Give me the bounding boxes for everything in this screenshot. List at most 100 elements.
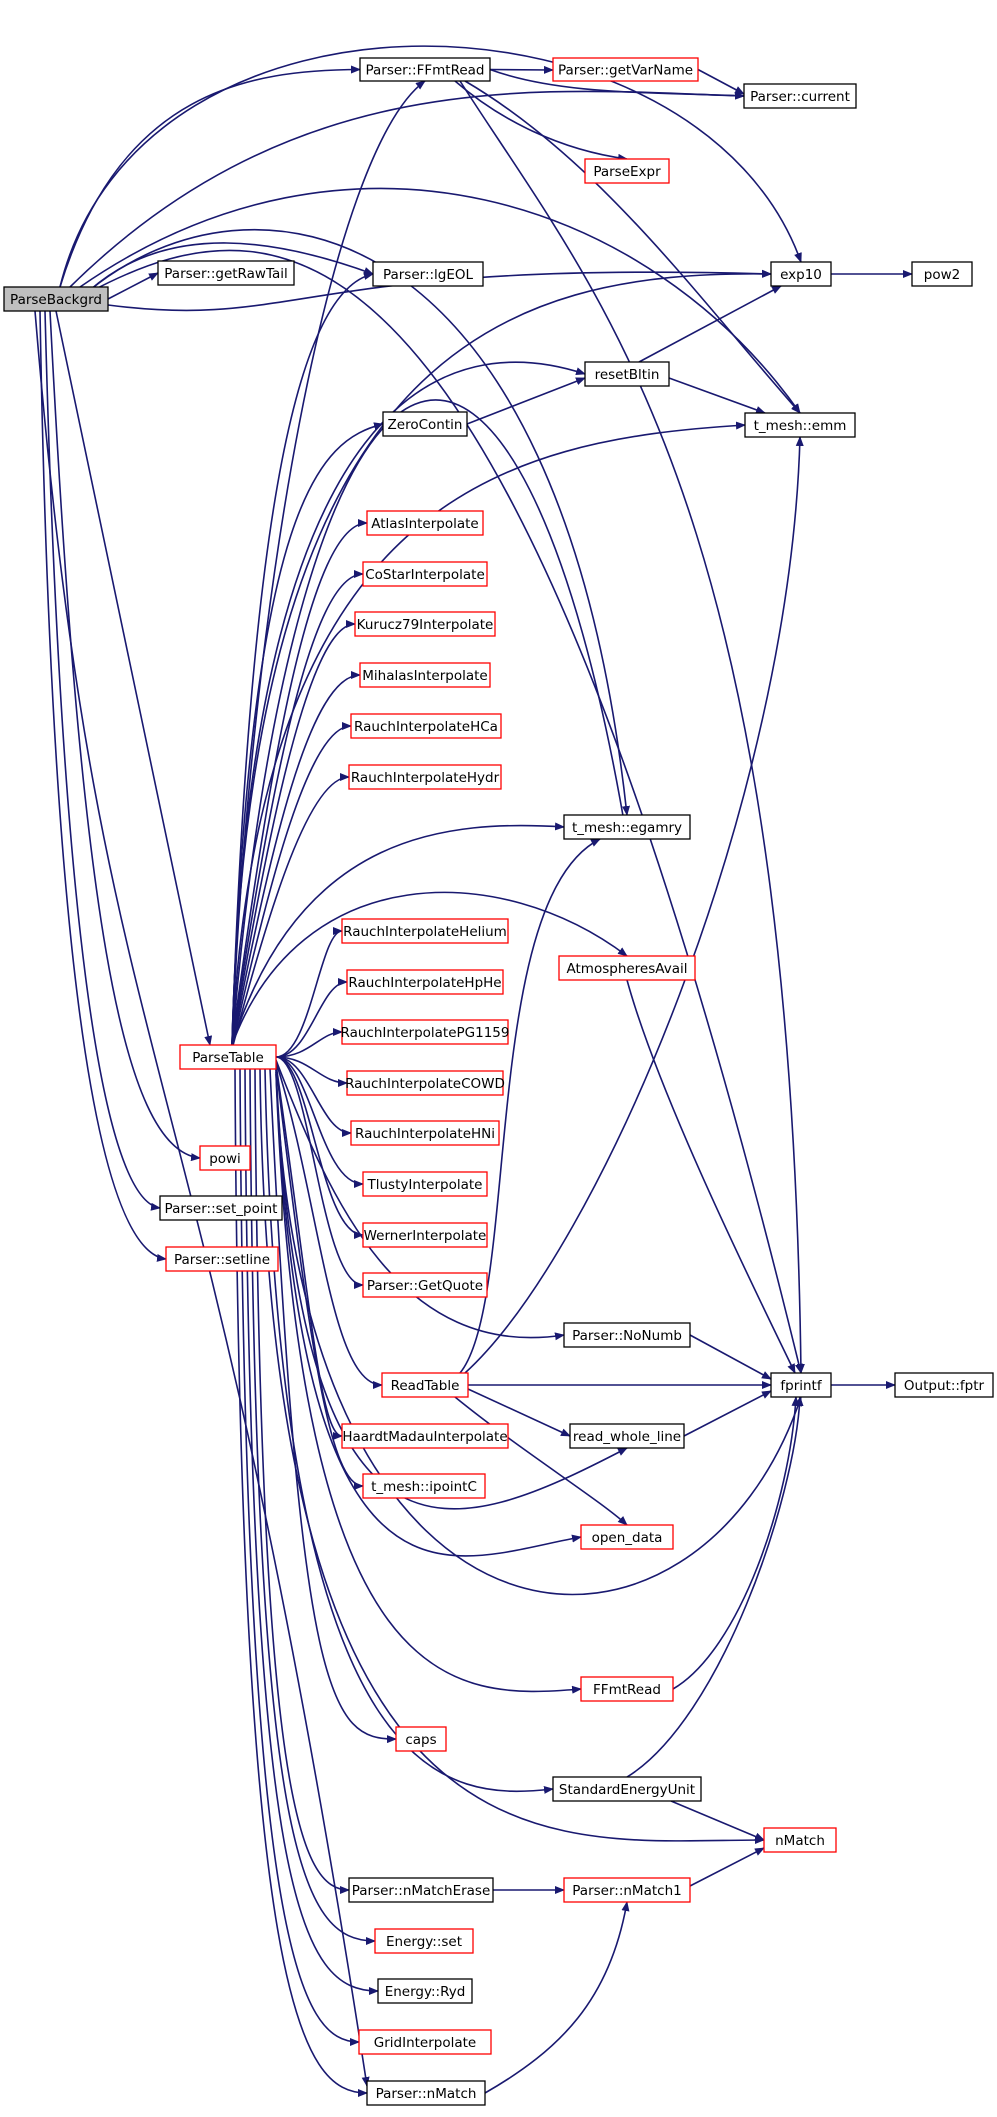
node-lgEOL[interactable]: Parser::lgEOL [372,261,484,287]
node-box [362,561,488,587]
node-label: CoStarInterpolate [365,567,485,583]
edge-ParseTable-to-fprintf [275,1071,802,1596]
node-box [354,611,496,637]
node-setline[interactable]: Parser::setline [165,1246,279,1272]
node-RauchPG1159[interactable]: RauchInterpolatePG1159 [341,1019,510,1045]
node-open_data[interactable]: open_data [580,1524,674,1550]
node-current[interactable]: Parser::current [743,83,857,109]
edge-getVarName-to-current [697,68,745,95]
node-nMatchErase[interactable]: Parser::nMatchErase [348,1877,494,1903]
node-read_whole_line[interactable]: read_whole_line [569,1423,685,1449]
edge-ParseTable-to-caps [269,1068,397,1744]
node-box [552,1776,702,1802]
edge-ParseBackgrd-to-setline [39,310,167,1262]
node-Kurucz[interactable]: Kurucz79Interpolate [354,611,496,637]
node-label: ZeroContin [388,417,463,433]
node-label: Kurucz79Interpolate [357,617,494,633]
node-nMatch1[interactable]: Parser::nMatch1 [563,1877,691,1903]
edge-ParseTable-to-NoNumb [275,1059,565,1341]
node-ZeroContin[interactable]: ZeroContin [382,411,468,437]
node-label: t_mesh::ipointC [371,1479,477,1495]
edge-FFmtRead-to-current [489,68,745,100]
edge-ReadTable-to-open_data [454,1396,628,1526]
nodes-layer: ParseBackgrd Parser::FFmtRead Parser::getV… [3,57,994,2106]
edge-ParseTable-to-egamry [231,822,565,1046]
node-resetBltin[interactable]: resetBltin [584,361,670,387]
node-ParseBackgrd[interactable]: ParseBackgrd [3,286,109,312]
node-label: Parser::setline [174,1252,270,1268]
edge-FFmtRead-to-fprintf [672,1396,800,1690]
node-getVarName[interactable]: Parser::getVarName [552,57,699,82]
node-FFmtReadP[interactable]: Parser::FFmtRead [359,57,491,82]
node-RauchHydr[interactable]: RauchInterpolateHydr [348,764,502,790]
node-box [3,286,109,312]
node-exp10[interactable]: exp10 [770,261,832,287]
edge-ParseTable-to-Tlusty [275,1056,364,1188]
node-caps[interactable]: caps [395,1726,447,1752]
edges-layer [34,45,913,2097]
node-RauchHpHe[interactable]: RauchInterpolateHpHe [346,969,504,995]
node-NoNumb[interactable]: Parser::NoNumb [563,1322,691,1348]
node-getRawTail[interactable]: Parser::getRawTail [157,260,295,286]
node-Tlusty[interactable]: TlustyInterpolate [362,1171,488,1197]
node-box [157,260,295,286]
node-CoStar[interactable]: CoStarInterpolate [362,561,488,587]
node-GridInterp[interactable]: GridInterpolate [358,2029,492,2055]
node-label: Parser::NoNumb [572,1328,682,1344]
node-AtmAvail[interactable]: AtmospheresAvail [558,955,696,981]
edge-StdEnergyUnit-to-nMatch [670,1800,765,1841]
edge-ParseTable-to-Mihalas [229,671,361,1058]
edge-ParseBackgrd-to-exp10 [59,45,802,288]
node-box [348,1877,494,1903]
node-PnMatch[interactable]: Parser::nMatch [366,2080,486,2106]
node-Werner[interactable]: WernerInterpolate [362,1222,488,1248]
node-label: read_whole_line [573,1429,681,1445]
node-ReadTable[interactable]: ReadTable [381,1372,469,1398]
node-Haardt[interactable]: HaardtMadauInterpolate [341,1423,509,1449]
node-ERyd[interactable]: Energy::Ryd [377,1978,473,2004]
edge-ParseBackgrd-to-powi [49,310,201,1162]
node-fprintf[interactable]: fprintf [770,1372,832,1398]
node-RauchHCa[interactable]: RauchInterpolateHCa [350,713,502,739]
node-Atlas[interactable]: AtlasInterpolate [366,510,484,536]
node-set_point[interactable]: Parser::set_point [159,1195,283,1221]
node-label: RauchInterpolateHpHe [348,975,501,991]
node-nMatch[interactable]: nMatch [763,1827,837,1853]
node-label: RauchInterpolateHydr [351,770,500,786]
edge-resetBltin-to-emm [668,377,766,414]
edge-ParseBackgrd-to-PnMatch [34,310,370,2087]
edge-ReadTable-to-egamry [459,838,601,1374]
node-FFmtRead[interactable]: FFmtRead [580,1676,674,1702]
node-box [362,1272,488,1298]
node-ipointC[interactable]: t_mesh::ipointC [362,1473,486,1499]
node-RauchHNi[interactable]: RauchInterpolateHNi [350,1120,500,1146]
node-RauchHelium[interactable]: RauchInterpolateHelium [341,918,509,944]
edge-ParseTable-to-GetQuote [275,1056,364,1289]
edge-ParseTable-to-RauchHNi [275,1056,352,1137]
edge-ParseTable-to-Kurucz [229,620,356,1058]
edge-PnMatch-to-nMatch1 [484,1901,630,2094]
node-box [584,361,670,387]
edge-ParseTable-to-egamry-top [231,399,630,1046]
node-Eset[interactable]: Energy::set [374,1928,474,1954]
node-ParseTable[interactable]: ParseTable [179,1044,277,1070]
node-egamry[interactable]: t_mesh::egamry [563,814,691,840]
node-Mihalas[interactable]: MihalasInterpolate [359,662,491,688]
node-fptr[interactable]: Output::fptr [894,1372,994,1398]
node-box [346,1070,504,1096]
node-GetQuote[interactable]: Parser::GetQuote [362,1272,488,1298]
edge-AtmAvail-to-fprintf [626,979,796,1374]
edge-ParseTable-to-RauchHCa [229,722,352,1058]
node-StdEnergyUnit[interactable]: StandardEnergyUnit [552,1776,702,1802]
node-label: WernerInterpolate [364,1228,487,1244]
node-ParseExpr[interactable]: ParseExpr [584,158,670,184]
node-box [744,412,856,438]
node-RauchCOWD[interactable]: RauchInterpolateCOWD [345,1070,505,1096]
node-box [770,261,832,287]
node-box [894,1372,994,1398]
node-label: RauchInterpolateHelium [343,924,507,940]
node-emm[interactable]: t_mesh::emm [744,412,856,438]
node-powi[interactable]: powi [199,1145,251,1171]
node-pow2[interactable]: pow2 [911,261,973,287]
